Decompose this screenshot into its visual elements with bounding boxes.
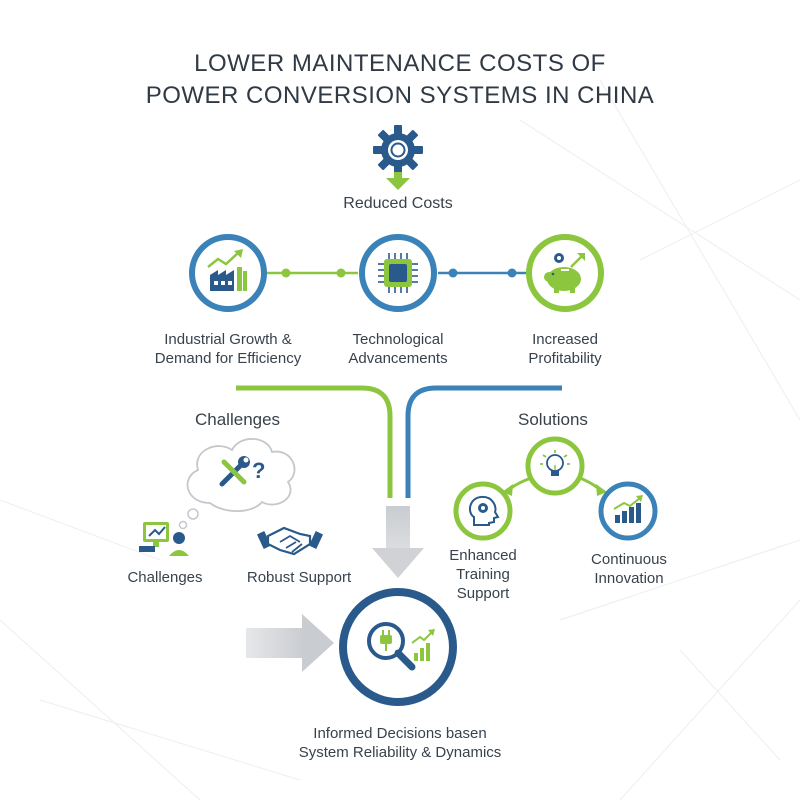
training-line-2: Training bbox=[456, 566, 510, 583]
piggy-bank-icon bbox=[544, 253, 585, 293]
node-2-label: Technological Advancements bbox=[318, 330, 478, 368]
challenges-heading: Challenges bbox=[195, 410, 281, 429]
connector-left bbox=[263, 268, 358, 278]
node-3-line-1: Increased bbox=[532, 331, 598, 348]
lightbulb-icon bbox=[540, 450, 570, 476]
result-line-1: Informed Decisions basen bbox=[313, 725, 487, 742]
node-2-line-1: Technological bbox=[352, 331, 444, 348]
gray-down-arrow bbox=[372, 506, 424, 578]
green-flow-line bbox=[236, 385, 393, 498]
title-line-1: LOWER MAINTENANCE COSTS OF bbox=[194, 50, 606, 77]
bar-growth-icon bbox=[613, 495, 643, 523]
down-arrow-green bbox=[386, 172, 410, 190]
factory-growth-icon bbox=[207, 249, 247, 291]
node-2-line-2: Advancements bbox=[348, 350, 448, 367]
chip-icon bbox=[378, 253, 418, 293]
reduced-costs-label: Reduced Costs bbox=[343, 195, 453, 212]
training-label: Enhanced Training Support bbox=[433, 546, 533, 603]
connector-right bbox=[438, 268, 530, 278]
solutions-heading: Solutions bbox=[518, 410, 588, 429]
training-line-1: Enhanced bbox=[449, 547, 517, 564]
handshake-icon bbox=[256, 526, 324, 556]
title-line-2: POWER CONVERSION SYSTEMS IN CHINA bbox=[145, 82, 655, 109]
robust-support-label: Robust Support bbox=[246, 569, 352, 586]
gear-icon bbox=[373, 125, 423, 175]
tools-question-icon: ? bbox=[219, 456, 265, 487]
node-1-line-1: Industrial Growth & bbox=[164, 331, 292, 348]
worker-computer-icon bbox=[139, 522, 189, 556]
head-gear-icon bbox=[468, 495, 500, 526]
node-3-line-2: Profitability bbox=[528, 350, 602, 367]
svg-text:?: ? bbox=[252, 458, 265, 483]
gray-right-arrow bbox=[246, 614, 334, 672]
blue-flow-line bbox=[405, 385, 562, 498]
innovation-line-1: Continuous bbox=[591, 551, 667, 568]
magnifier-plug-icon bbox=[367, 622, 435, 671]
result-label: Informed Decisions basen System Reliabil… bbox=[268, 724, 532, 762]
bar-growth-node-circle bbox=[598, 481, 658, 541]
factory-node-circle bbox=[189, 234, 267, 312]
challenges-item-label: Challenges bbox=[127, 569, 203, 586]
node-1-label: Industrial Growth & Demand for Efficienc… bbox=[128, 330, 328, 368]
node-3-label: Increased Profitability bbox=[495, 330, 635, 368]
thought-bubble bbox=[178, 438, 296, 530]
arrow-head-innovation bbox=[596, 484, 607, 496]
training-line-3: Support bbox=[456, 585, 510, 602]
innovation-line-2: Innovation bbox=[594, 570, 664, 587]
node-1-line-2: Demand for Efficiency bbox=[154, 350, 302, 367]
result-line-2: System Reliability & Dynamics bbox=[298, 744, 502, 761]
innovation-label: Continuous Innovation bbox=[574, 550, 684, 588]
